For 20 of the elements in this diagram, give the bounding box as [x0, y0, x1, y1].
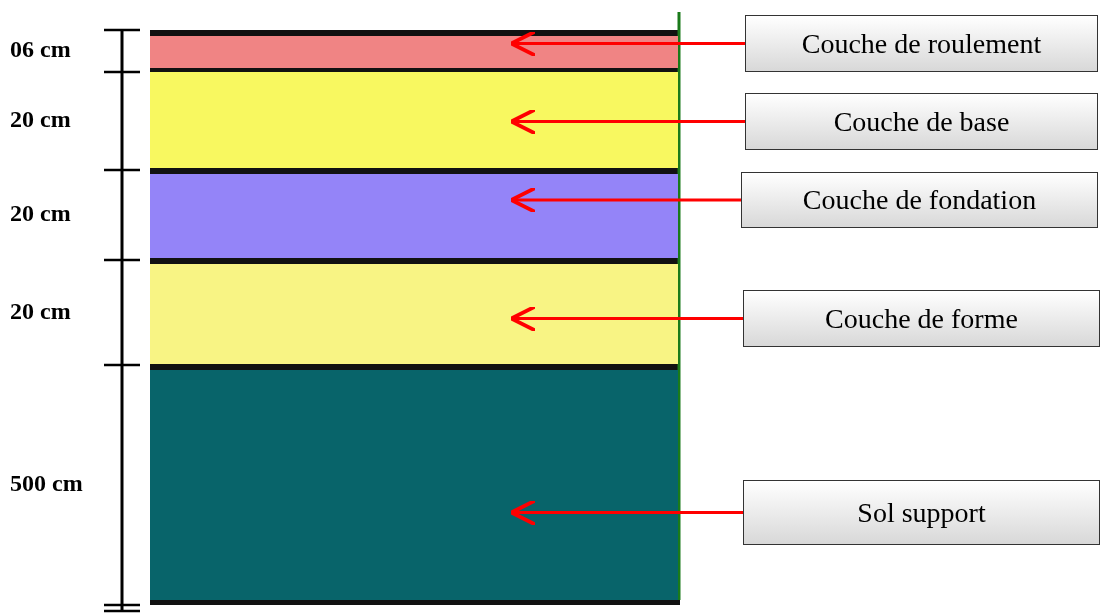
arrow [509, 107, 745, 136]
layer-name-box: Sol support [743, 480, 1100, 545]
layer-name-box: Couche de roulement [745, 15, 1098, 72]
pavement-layer [150, 174, 678, 258]
layer-name-box: Couche de base [745, 93, 1098, 150]
arrow [509, 498, 743, 527]
layer-name-box: Couche de fondation [741, 172, 1098, 228]
pavement-layer [150, 370, 678, 600]
arrow [509, 29, 745, 58]
pavement-layer [150, 264, 678, 364]
pavement-layer [150, 36, 678, 68]
dimension-label: 500 cm [10, 470, 83, 497]
dimension-label: 20 cm [10, 106, 71, 133]
dimension-label: 20 cm [10, 297, 71, 325]
dimension-label: 06 cm [10, 36, 71, 63]
arrow [509, 186, 741, 214]
pavement-layer [150, 72, 678, 168]
dimension-label: 20 cm [10, 200, 71, 227]
arrow [509, 304, 743, 333]
layer-name-box: Couche de forme [743, 290, 1100, 347]
